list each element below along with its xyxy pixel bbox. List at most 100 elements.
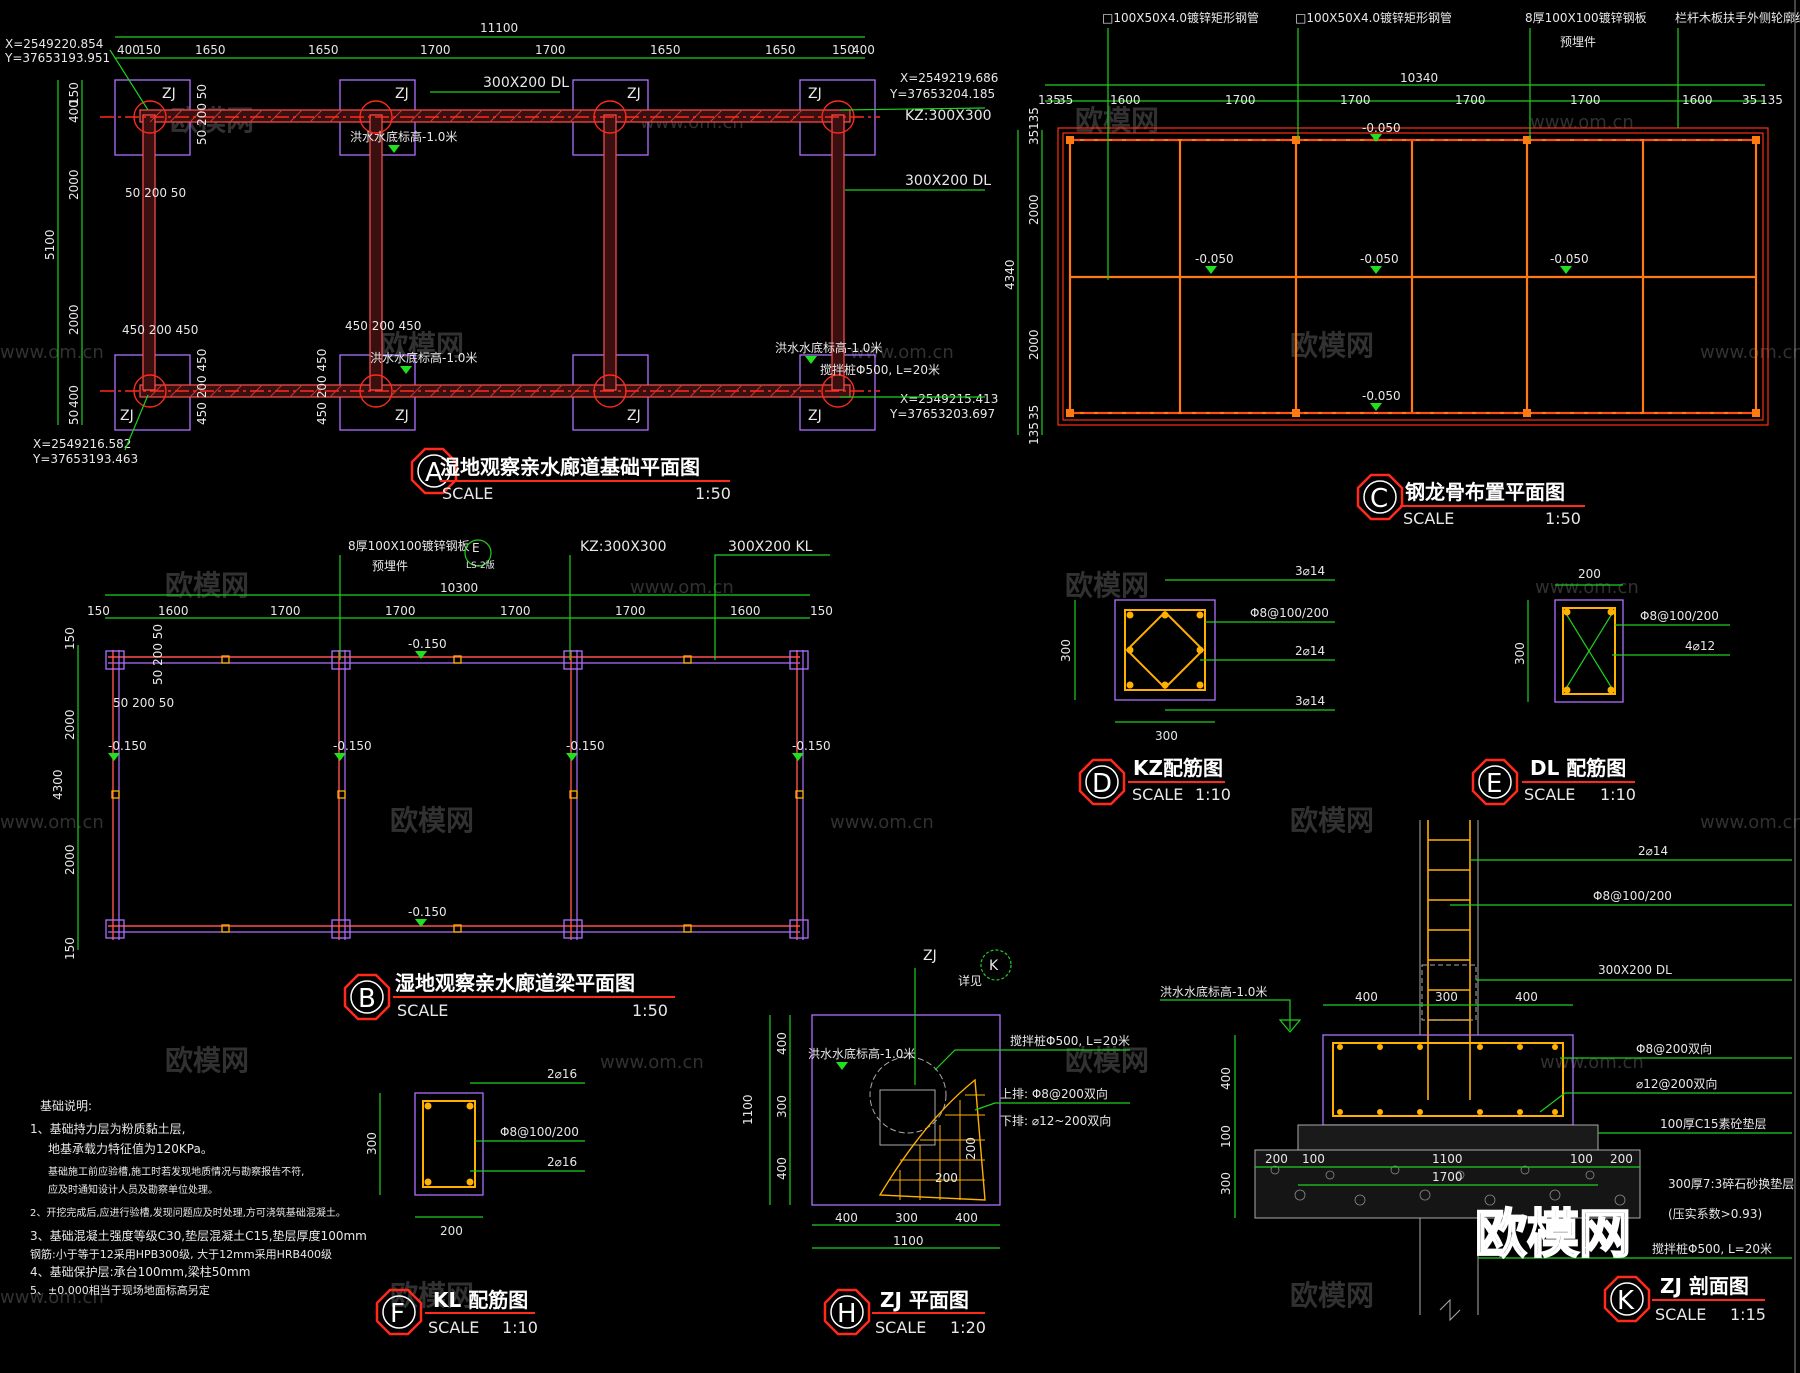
dim-text: 1700: [1225, 93, 1256, 107]
detail-tag-circle: [464, 539, 492, 567]
dim-text: 150: [63, 627, 77, 650]
plan-a-beams: [139, 109, 851, 398]
dim-text: 400: [67, 385, 81, 408]
watermark-url: www.om.cn: [1540, 1052, 1644, 1073]
kl-label: 300X200 KL: [728, 539, 813, 555]
dim-text: 200: [935, 1171, 958, 1185]
keel-plates: [1066, 136, 1760, 417]
elevation-note: 洪水水底标高-1.0米: [370, 350, 477, 365]
layer-note: 300厚7:3碎石砂换垫层: [1668, 1176, 1794, 1191]
zj-label: ZJ: [162, 86, 176, 102]
leader-line: [714, 554, 830, 660]
stirrup: [422, 1100, 476, 1188]
dim-text: 35: [1027, 130, 1041, 145]
dim-text: 1700: [270, 604, 301, 618]
coord-text: X=2549215.413: [900, 392, 998, 406]
dim-text: 1100: [1432, 1152, 1463, 1166]
steel-note: 栏杆木板扶手外侧轮廓线: [1675, 10, 1800, 25]
dim-text: 1700: [500, 604, 531, 618]
dim-text: 200: [1610, 1152, 1633, 1166]
steel-note: □100X50X4.0镀锌矩形钢管: [1295, 10, 1452, 25]
dim-text: 300: [1513, 642, 1527, 665]
coord-text: X=2549220.854: [5, 37, 103, 51]
beam-outline: [414, 1092, 484, 1196]
notes-heading: 基础说明:: [40, 1098, 92, 1113]
elevation-marker: [1370, 403, 1382, 411]
dim-text: 1700: [535, 43, 566, 57]
notes-line: 地基承载力特征值为120KPa。: [48, 1141, 213, 1156]
beam-outline: [1554, 599, 1624, 703]
notes-line: 1、基础持力层为粉质黏土层,: [30, 1121, 185, 1136]
pile-note: 搅拌桩Φ500, L=20米: [1652, 1241, 1772, 1256]
watermark-text: 欧模网: [165, 1044, 249, 1077]
dim-text: 50 200 50: [151, 624, 165, 685]
steel-note: 8厚100X100镀锌钢板: [1525, 11, 1647, 25]
rebar-note: 2⌀14: [1295, 644, 1325, 658]
title-letter: C: [1370, 484, 1388, 514]
title-letter: D: [1092, 769, 1112, 799]
outer-frame: [1057, 127, 1769, 426]
watermark-url: www.om.cn: [1530, 112, 1634, 133]
watermark-text: 欧模网: [380, 329, 464, 362]
rebar-note: 3⌀14: [1295, 564, 1325, 578]
dim-text: 200: [1578, 567, 1601, 581]
elevation-marker: [388, 145, 400, 153]
title-c: C 钢龙骨布置平面图 SCALE 1:50: [1356, 473, 1585, 528]
watermark-url: www.om.cn: [1700, 342, 1800, 363]
elevation-text: -0.050: [1195, 252, 1234, 266]
dl-label: 300X200 DL: [905, 173, 991, 189]
dim-text: 2000: [63, 844, 77, 875]
dim-text: 5100: [43, 229, 57, 260]
title-d: D KZ配筋图 SCALE 1:10: [1078, 756, 1231, 806]
drawing-title: KL 配筋图: [433, 1288, 528, 1312]
foundation-notes: 基础说明: 1、基础持力层为粉质黏土层, 地基承载力特征值为120KPa。 基础…: [30, 1098, 367, 1297]
elevation-note: 洪水水底标高-1.0米: [1160, 984, 1267, 999]
title-letter: E: [1486, 769, 1502, 799]
dim-text: 1650: [308, 43, 339, 57]
leader-line: [934, 1049, 1130, 1071]
scale-label: SCALE: [1524, 785, 1575, 804]
rebar-note: Φ8@100/200: [1593, 889, 1672, 903]
dim-text: 450 200 450: [195, 349, 209, 425]
dim-text: 400: [1355, 990, 1378, 1004]
drawing-title: 钢龙骨布置平面图: [1405, 480, 1565, 504]
watermark-url: www.om.cn: [0, 1287, 104, 1308]
detail-ref: 详见: [958, 973, 982, 988]
dim-text: 50 200 50: [113, 696, 174, 710]
dim-text: 2000: [67, 304, 81, 335]
title-letter: A: [425, 458, 443, 488]
pile-cap-section: [1322, 1034, 1574, 1126]
dim-text: 100: [1570, 1152, 1593, 1166]
watermark-url: www.om.cn: [0, 342, 104, 363]
elevation-marker: [805, 356, 817, 364]
rebar-note: 4⌀12: [1685, 639, 1715, 653]
notes-line: 基础施工前应验槽,施工时若发现地质情况与勘察报告不符,: [48, 1165, 304, 1178]
dim-text: 10340: [1400, 71, 1438, 85]
title-h: H ZJ 平面图 SCALE 1:20: [823, 1288, 986, 1337]
title-b: B 湿地观察亲水廊道梁平面图 SCALE 1:50: [343, 971, 675, 1021]
dim-text: 150: [67, 82, 81, 105]
drawing-title: ZJ 剖面图: [1660, 1274, 1749, 1298]
steel-note: □100X50X4.0镀锌矩形钢管: [1102, 10, 1259, 25]
dim-text: 100: [1219, 1125, 1233, 1148]
dim-text: 35: [1742, 93, 1757, 107]
elevation-text: -0.150: [108, 739, 147, 753]
dim-text: 1650: [195, 43, 226, 57]
elevation-marker: [566, 753, 578, 761]
dim-text: 450 200 450: [315, 349, 329, 425]
zj-label: ZJ: [808, 408, 822, 424]
rebar-note: Φ8@100/200: [500, 1125, 579, 1139]
watermark-large: 欧模网: [1475, 1205, 1631, 1265]
dim-text: 4340: [1003, 259, 1017, 290]
plan-b-frame: [105, 650, 809, 940]
zj-label: ZJ: [808, 86, 822, 102]
scale-label: SCALE: [1132, 785, 1183, 804]
title-a: A 湿地观察亲水廊道基础平面图 SCALE 1:50: [410, 447, 731, 503]
kz-label: KZ:300X300: [905, 108, 992, 124]
dim-text: 1650: [765, 43, 796, 57]
title-letter: B: [358, 984, 376, 1014]
leader-line: [124, 394, 149, 451]
stirrup: [1124, 609, 1206, 691]
plan-a-piles: [133, 100, 855, 408]
